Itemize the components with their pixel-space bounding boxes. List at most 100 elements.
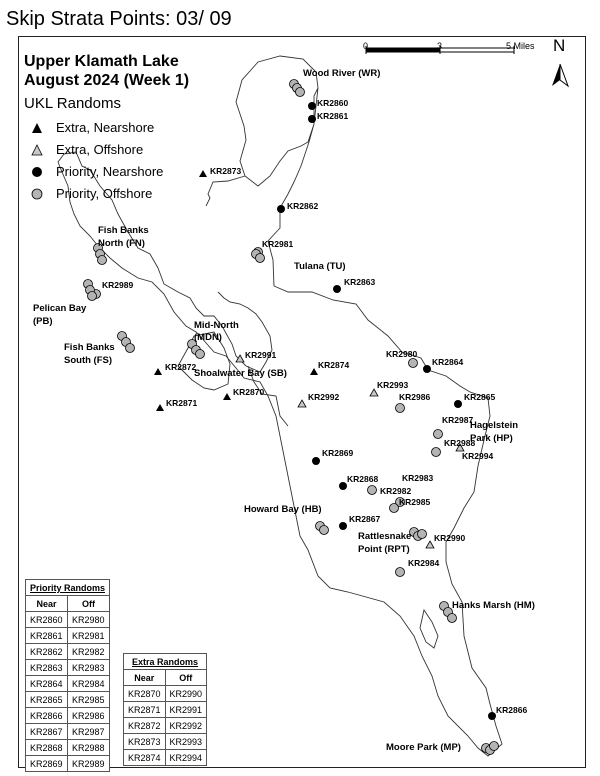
point-label: KR2992 — [308, 392, 339, 402]
place-label: Hanks Marsh (HM) — [452, 600, 535, 611]
place-label: Point (RPT) — [358, 544, 410, 555]
sample-point-marker — [408, 358, 418, 368]
sample-point-marker — [235, 354, 245, 363]
point-marks — [83, 79, 499, 755]
near-cell: KR2863 — [25, 659, 68, 676]
sample-point-marker — [395, 403, 405, 413]
near-cell: KR2865 — [25, 691, 68, 708]
legend-label: Extra, Offshore — [56, 142, 144, 157]
north-arrow-icon — [552, 63, 570, 88]
scale-label-5: 5 Miles — [506, 41, 535, 51]
sample-point-marker — [308, 115, 316, 123]
near-cell: KR2861 — [25, 627, 68, 644]
gray-circle-icon — [31, 188, 43, 199]
sample-point-marker — [395, 567, 405, 577]
point-label: KR2871 — [166, 398, 197, 408]
sample-point-marker — [389, 503, 399, 513]
point-label: KR2870 — [233, 387, 264, 397]
column-header: Near — [123, 669, 166, 686]
off-cell: KR2986 — [66, 707, 111, 724]
sample-point-marker — [312, 457, 320, 465]
point-label: KR2984 — [408, 558, 439, 568]
near-cell: KR2873 — [123, 733, 166, 750]
scale-bar — [365, 46, 515, 54]
point-label: KR2873 — [210, 166, 241, 176]
near-cell: KR2860 — [25, 611, 68, 628]
site-cluster-marker — [87, 291, 97, 301]
point-label: KR2868 — [347, 474, 378, 484]
sample-point-marker — [333, 285, 341, 293]
point-label: KR2994 — [462, 451, 493, 461]
island-outline — [177, 331, 231, 391]
place-label: Rattlesnake — [358, 531, 411, 542]
point-label: KR2983 — [402, 473, 433, 483]
point-label: KR2986 — [399, 392, 430, 402]
off-cell: KR2985 — [66, 691, 111, 708]
sample-point-marker — [277, 205, 285, 213]
site-cluster-marker — [125, 343, 135, 353]
point-label: KR2989 — [102, 280, 133, 290]
off-cell: KR2980 — [66, 611, 111, 628]
place-label: Mid-North — [194, 320, 239, 331]
sample-point-marker — [223, 393, 231, 400]
near-cell: KR2867 — [25, 723, 68, 740]
point-label: KR2990 — [434, 533, 465, 543]
place-label: Shoalwater Bay (SB) — [194, 368, 287, 379]
column-header: Off — [164, 669, 208, 686]
black-circle-icon — [32, 166, 42, 177]
legend-item-extra-nearshore: Extra, Nearshore — [30, 120, 154, 135]
site-cluster-marker — [489, 741, 499, 751]
place-label: Tulana (TU) — [294, 261, 346, 272]
map-frame — [18, 36, 586, 768]
place-label: South (FS) — [64, 355, 112, 366]
point-label: KR2874 — [318, 360, 349, 370]
gray-triangle-icon — [31, 143, 43, 155]
sample-point-marker — [339, 482, 347, 490]
sample-point-marker — [297, 399, 307, 408]
legend-title: UKL Randoms — [24, 95, 121, 112]
inlet-outline — [419, 608, 439, 649]
point-label: KR2980 — [386, 349, 417, 359]
near-cell: KR2864 — [25, 675, 68, 692]
site-cluster-marker — [255, 253, 265, 263]
point-label: KR2865 — [464, 392, 495, 402]
sample-point-marker — [154, 368, 162, 375]
site-cluster-marker — [319, 525, 329, 535]
off-cell: KR2990 — [164, 685, 208, 702]
point-label: KR2991 — [245, 350, 276, 360]
near-cell: KR2870 — [123, 685, 166, 702]
sample-point-marker — [433, 429, 443, 439]
sample-point-marker — [308, 102, 316, 110]
off-cell: KR2984 — [66, 675, 111, 692]
map-labels: KR2860KR2861KR2873KR2862KR2981KR2863KR29… — [33, 68, 535, 753]
sample-point-marker — [339, 522, 347, 530]
near-cell: KR2862 — [25, 643, 68, 660]
site-cluster-marker — [417, 529, 427, 539]
off-cell: KR2992 — [164, 717, 208, 734]
scale-label-3: 3 — [437, 41, 443, 51]
near-cell: KR2872 — [123, 717, 166, 734]
sample-point-marker — [199, 170, 207, 177]
sample-point-marker — [431, 447, 441, 457]
lake-shoreline — [57, 55, 503, 757]
point-label: KR2862 — [287, 201, 318, 211]
off-cell: KR2982 — [66, 643, 111, 660]
legend-item-priority-nearshore: Priority, Nearshore — [30, 164, 163, 179]
bay-outline — [247, 365, 289, 427]
near-cell: KR2871 — [123, 701, 166, 718]
point-label: KR2988 — [444, 438, 475, 448]
place-label: North (FN) — [98, 238, 145, 249]
sample-point-marker — [423, 365, 431, 373]
